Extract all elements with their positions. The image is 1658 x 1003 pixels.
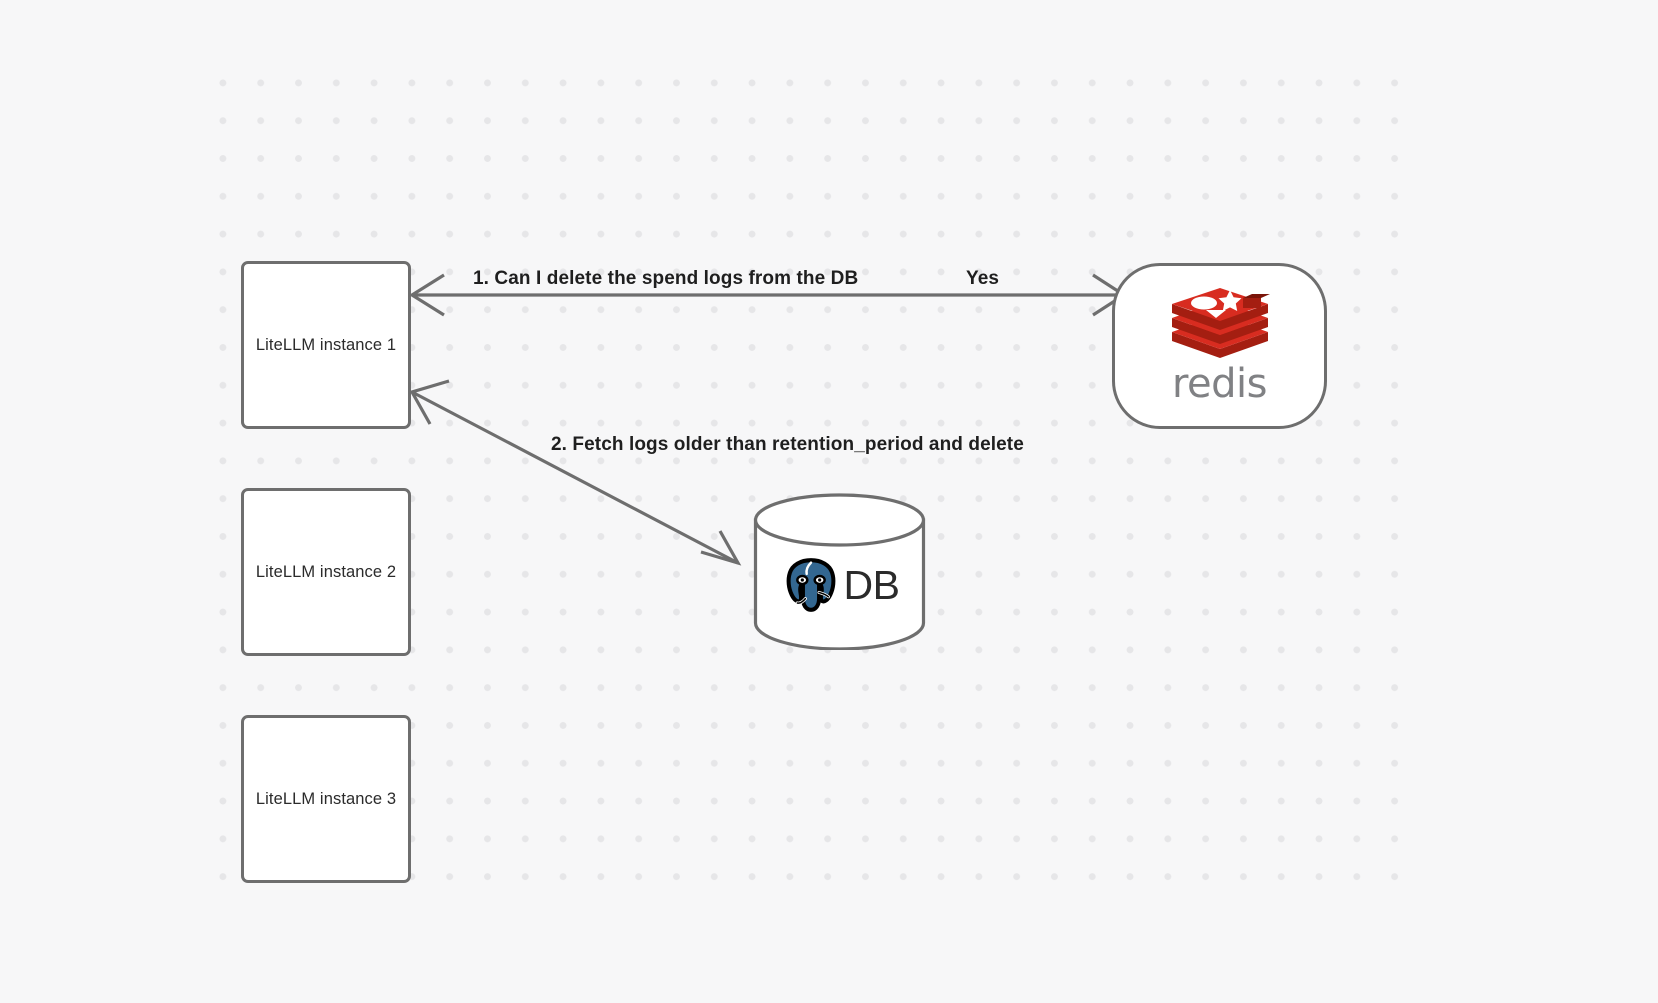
database-content: DB <box>753 545 926 625</box>
edge-1-response-label: Yes <box>966 268 1000 289</box>
edge-1-label: 1. Can I delete the spend logs from the … <box>473 268 859 289</box>
edge-2-line <box>409 379 742 566</box>
node-redis[interactable]: redis <box>1112 263 1327 429</box>
redis-wordmark: redis <box>1171 361 1268 407</box>
node-litellm-instance-1-label: LiteLLM instance 1 <box>255 335 397 354</box>
redis-logo: redis <box>1168 286 1272 404</box>
node-litellm-instance-3-label: LiteLLM instance 3 <box>255 789 397 808</box>
postgresql-elephant-icon <box>786 558 835 612</box>
edge-2-label: 2. Fetch logs older than retention_perio… <box>551 434 1024 455</box>
redis-stack-icon <box>1171 288 1270 358</box>
database-cylinder-icon <box>753 493 926 650</box>
node-litellm-instance-1[interactable]: LiteLLM instance 1 <box>241 261 411 429</box>
node-database[interactable]: DB <box>753 493 926 650</box>
node-litellm-instance-3[interactable]: LiteLLM instance 3 <box>241 715 411 883</box>
database-label: DB <box>843 561 900 608</box>
node-litellm-instance-2-label: LiteLLM instance 2 <box>255 562 397 581</box>
node-litellm-instance-2[interactable]: LiteLLM instance 2 <box>241 488 411 656</box>
